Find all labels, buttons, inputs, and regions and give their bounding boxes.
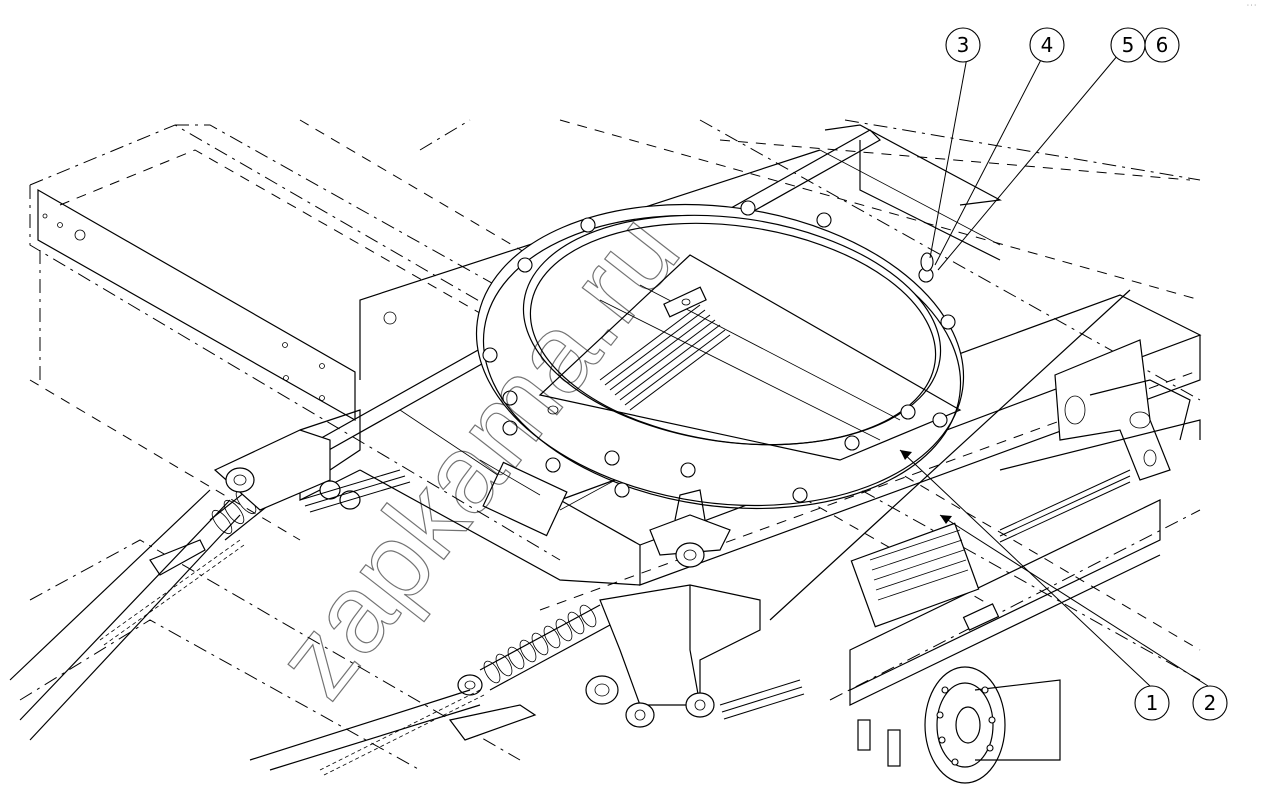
callouts: 3 4 5 6 1 2 xyxy=(899,27,1228,721)
callout-3-label: 3 xyxy=(957,33,970,57)
arrowhead-2 xyxy=(940,515,952,524)
frame-rails xyxy=(19,119,1201,771)
safety-chains xyxy=(99,539,537,776)
callout-5: 5 xyxy=(1110,27,1146,63)
callout-6: 6 xyxy=(1144,27,1180,63)
callout-1-label: 1 xyxy=(1146,691,1159,715)
callout-4-label: 4 xyxy=(1041,33,1054,57)
arrowhead-1 xyxy=(900,450,912,460)
leader-4 xyxy=(934,51,1046,266)
callout-1: 1 xyxy=(1134,685,1170,721)
leaf-spring-visible xyxy=(599,304,731,411)
leader-5-6 xyxy=(937,54,1119,271)
front-hitch xyxy=(9,409,805,776)
callout-6-label: 6 xyxy=(1156,33,1169,57)
callout-2-label: 2 xyxy=(1204,691,1217,715)
wheel-hub xyxy=(857,666,1061,784)
callout-5-label: 5 xyxy=(1122,33,1135,57)
corner-tag: ··· xyxy=(1246,2,1257,9)
callout-4: 4 xyxy=(1029,27,1065,63)
leader-1 xyxy=(899,449,1151,687)
ring-bolts xyxy=(482,200,956,503)
callout-3: 3 xyxy=(945,27,981,63)
coil-spring-lower xyxy=(457,604,611,696)
coil-spring-upper xyxy=(209,409,361,541)
callout-2: 2 xyxy=(1192,685,1228,721)
right-bracket-axle xyxy=(850,339,1201,784)
leader-3 xyxy=(929,51,969,259)
leader-2 xyxy=(939,514,1209,687)
leaf-spring-right xyxy=(850,469,1131,628)
